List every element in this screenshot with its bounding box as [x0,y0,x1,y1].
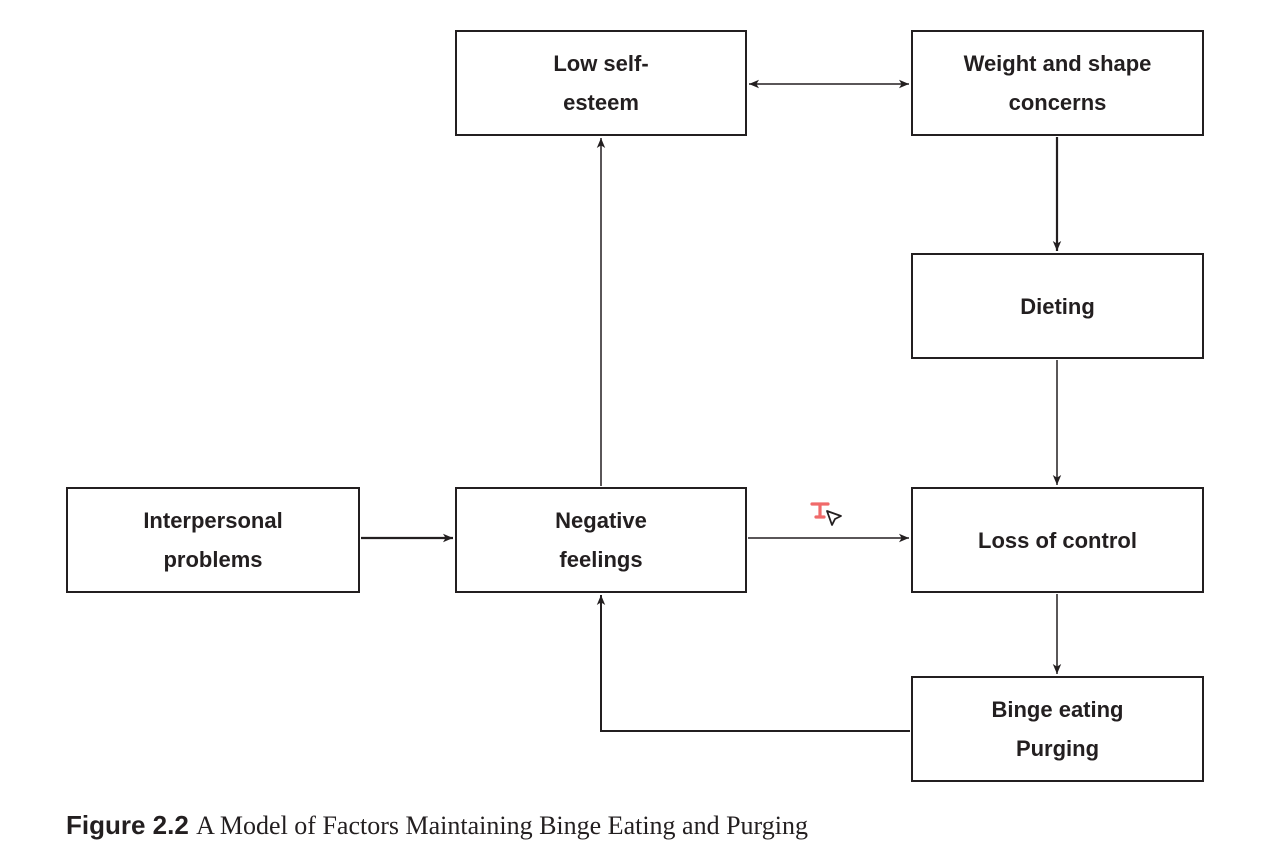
node-label: Loss of control [978,521,1137,560]
figure-caption: Figure 2.2 A Model of Factors Maintainin… [66,810,808,841]
text-cursor-glyph [810,502,842,526]
node-loss-of-control: Loss of control [911,487,1204,593]
node-label-line: Binge eating [991,697,1124,722]
node-dieting: Dieting [911,253,1204,359]
node-label: Weight and shape concerns [964,44,1152,122]
node-label-line: Low self- [553,51,649,76]
node-label-line: problems [163,547,263,572]
node-label-line: feelings [559,547,643,572]
node-label-line: Dieting [1020,293,1095,319]
node-label: Dieting [1020,287,1095,326]
node-label: Interpersonal problems [143,501,282,579]
node-label: Low self- esteem [553,44,648,122]
node-low-self-esteem: Low self- esteem [455,30,747,136]
text-cursor-icon [810,500,850,530]
node-label-line: Purging [1015,736,1100,761]
arrow-binge-negative [596,595,910,732]
node-label-line: Interpersonal [143,508,283,533]
figure-title: A Model of Factors Maintaining Binge Eat… [196,811,808,840]
figure-number: Figure 2.2 [66,810,189,840]
node-binge-eating-purging: Binge eating Purging [911,676,1204,782]
node-label-line: esteem [563,90,639,115]
node-negative-feelings: Negative feelings [455,487,747,593]
node-label: Binge eating Purging [991,690,1123,768]
node-label: Negative feelings [555,501,647,579]
node-label-line: concerns [1008,90,1107,115]
node-weight-shape-concerns: Weight and shape concerns [911,30,1204,136]
node-label-line: Negative [555,508,647,533]
node-label-line: Weight and shape [963,51,1152,76]
node-label-line: Loss of control [978,527,1137,553]
node-interpersonal-problems: Interpersonal problems [66,487,360,593]
